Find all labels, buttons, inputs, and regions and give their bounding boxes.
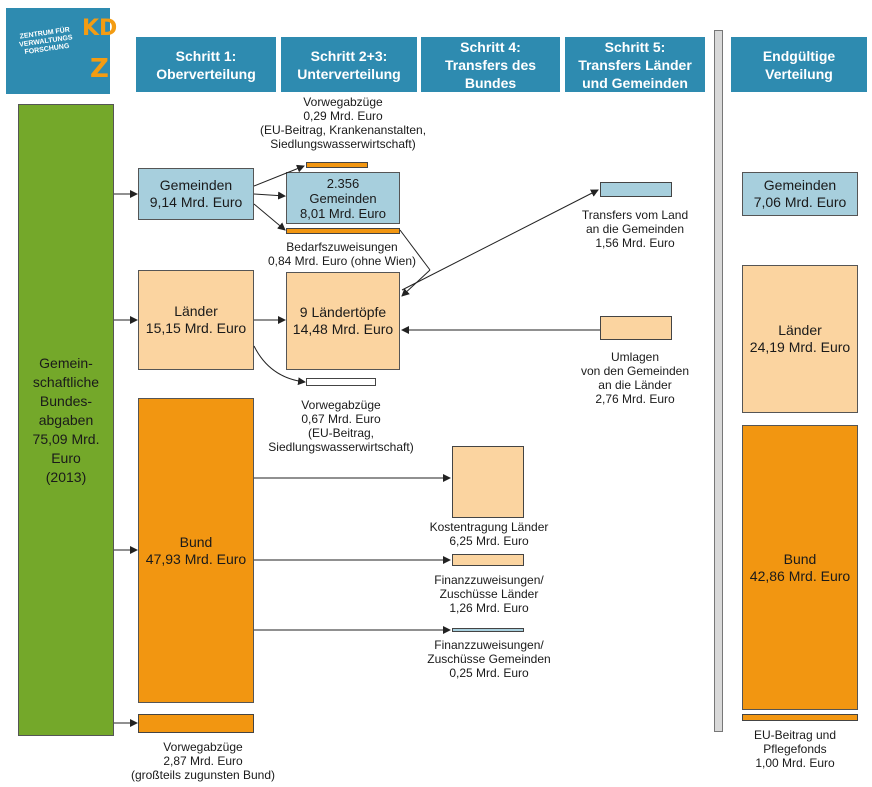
- transfers-land-bar: [600, 182, 672, 197]
- kdz-logo: ZENTRUM FÜR VERWALTUNGS FORSCHUNG KD Z: [6, 8, 117, 94]
- zusch-laender-label: Finanzzuweisungen/ Zuschüsse Länder 1,26…: [434, 573, 544, 615]
- header-step1: Schritt 1: Oberverteilung: [136, 37, 276, 92]
- vorweg-gemeinden-label: Vorwegabzüge 0,29 Mrd. Euro (EU-Beitrag,…: [259, 95, 427, 151]
- final-eu-label: EU-Beitrag und Pflegefonds 1,00 Mrd. Eur…: [753, 728, 837, 770]
- header-step5: Schritt 5: Transfers Länder und Gemeinde…: [565, 37, 705, 92]
- step1-vorweg-bar: [138, 714, 254, 733]
- final-gemeinden-box: Gemeinden 7,06 Mrd. Euro: [742, 172, 858, 216]
- vorweg-gemeinden-bar: [306, 162, 368, 168]
- umlagen-bar: [600, 316, 672, 340]
- bedarf-bar: [286, 228, 400, 234]
- step23-gemeinden-box: 2.356 Gemeinden 8,01 Mrd. Euro: [286, 172, 400, 224]
- arrow-gem-vorweg: [253, 164, 305, 187]
- final-bund-box: Bund 42,86 Mrd. Euro: [742, 425, 858, 710]
- final-eu-bar: [742, 714, 858, 721]
- total-box: Gemein- schaftliche Bundes- abgaben 75,0…: [18, 104, 114, 736]
- arrow-laender-vorweg: [253, 345, 306, 386]
- umlagen-label: Umlagen von den Gemeinden an die Länder …: [580, 350, 690, 406]
- kosten-label: Kostentragung Länder 6,25 Mrd. Euro: [429, 520, 549, 548]
- step1-laender-box: Länder 15,15 Mrd. Euro: [138, 270, 254, 370]
- step1-vorweg-label: Vorwegabzüge 2,87 Mrd. Euro (großteils z…: [130, 740, 276, 782]
- zusch-laender-bar: [452, 554, 524, 566]
- header-step4: Schritt 4: Transfers des Bundes: [421, 37, 560, 92]
- vorweg-land-bar: [306, 378, 376, 386]
- kosten-box: [452, 446, 524, 518]
- bedarf-label: Bedarfszuweisungen 0,84 Mrd. Euro (ohne …: [267, 240, 417, 268]
- step1-bund-box: Bund 47,93 Mrd. Euro: [138, 398, 254, 703]
- arrow-transfers-land: [401, 189, 599, 291]
- header-final: Endgültige Verteilung: [731, 37, 867, 92]
- column-divider: [714, 30, 723, 732]
- logo-mark-bottom: Z: [90, 54, 109, 84]
- arrow-gem-gemeinden: [253, 191, 286, 200]
- zusch-gem-label: Finanzzuweisungen/ Zuschüsse Gemeinden 0…: [427, 638, 551, 680]
- step1-gemeinden-box: Gemeinden 9,14 Mrd. Euro: [138, 168, 254, 220]
- logo-mark-top: KD: [82, 16, 118, 41]
- final-laender-box: Länder 24,19 Mrd. Euro: [742, 265, 858, 413]
- zusch-gem-bar: [452, 628, 524, 632]
- arrow-gem-bedarf: [253, 203, 286, 231]
- vorweg-land-label: Vorwegabzüge 0,67 Mrd. Euro (EU-Beitrag,…: [268, 398, 414, 454]
- arrow-gemeinden-toepfe: [399, 229, 431, 271]
- transfers-land-label: Transfers vom Land an die Gemeinden 1,56…: [581, 208, 689, 250]
- laendertoepfe-box: 9 Ländertöpfe 14,48 Mrd. Euro: [286, 272, 400, 370]
- header-step23: Schritt 2+3: Unterverteilung: [281, 37, 417, 92]
